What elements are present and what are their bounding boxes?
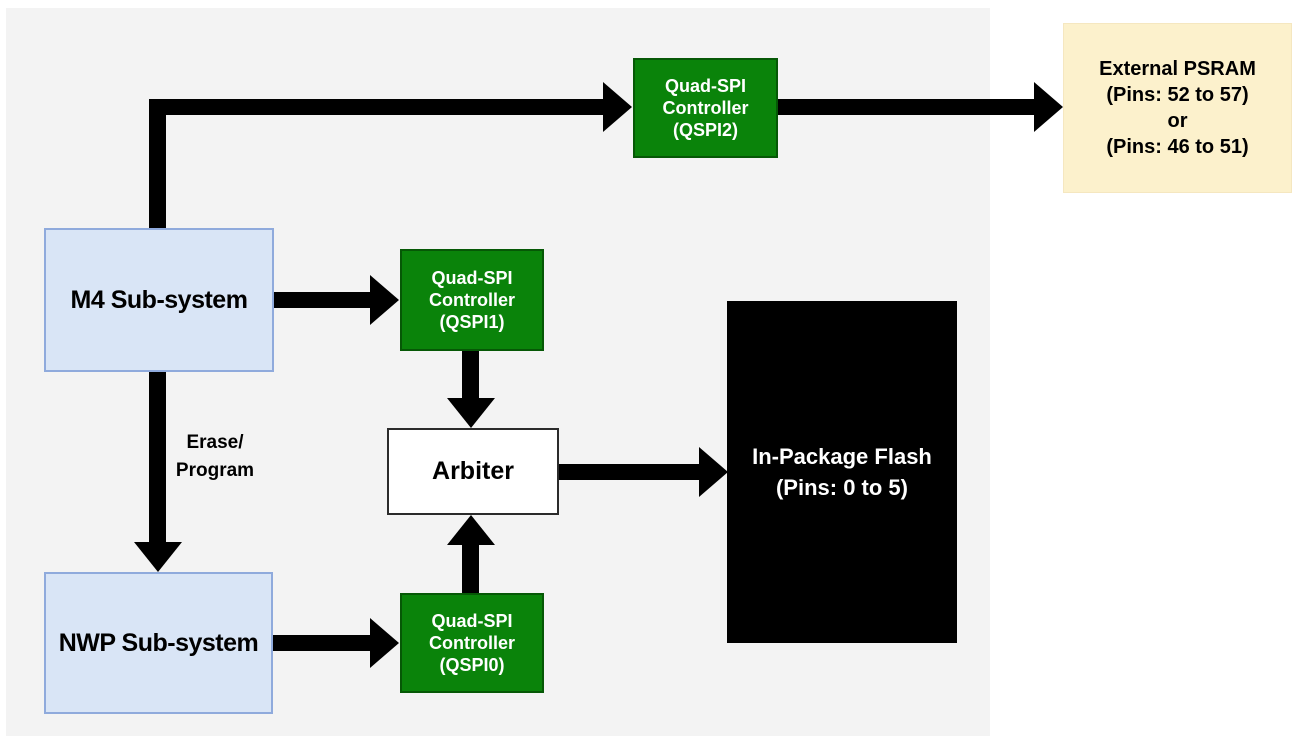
arrow-arbiter-to-flash-shaft — [559, 464, 699, 480]
psram-label-line-2: (Pins: 52 to 57) — [1106, 84, 1249, 106]
flash-label-line-1: In-Package Flash — [752, 444, 932, 469]
arbiter-label: Arbiter — [432, 457, 514, 485]
flash-label-line-2: (Pins: 0 to 5) — [775, 475, 908, 500]
arrow-arbiter-to-flash-head — [699, 447, 728, 497]
qspi1-label-line-2: Controller — [428, 290, 515, 310]
in-package-flash-block: In-Package Flash (Pins: 0 to 5) — [727, 301, 957, 643]
m4-subsystem-block: M4 Sub-system — [44, 228, 274, 372]
arrow-qspi1-to-arbiter-shaft — [462, 351, 479, 398]
arrow-m4-to-nwp-shaft — [149, 372, 166, 542]
arrow-m4-to-nwp-head — [134, 542, 182, 572]
psram-label-line-3: or — [1167, 110, 1188, 132]
qspi2-label-line-1: Quad-SPI — [664, 76, 746, 96]
arrow-nwp-to-qspi0-head — [370, 618, 399, 668]
arrow-qspi2-to-psram-head — [1034, 82, 1063, 132]
arrow-qspi0-to-arbiter-shaft — [462, 545, 479, 593]
nwp-subsystem-block: NWP Sub-system — [44, 572, 273, 714]
arrow-qspi1-to-arbiter-head — [447, 398, 495, 428]
erase-program-label-line-1: Erase/ — [186, 432, 244, 453]
qspi0-label-line-3: (QSPI0) — [439, 655, 505, 675]
qspi0-controller-block: Quad-SPI Controller (QSPI0) — [400, 593, 544, 693]
qspi1-label-line-1: Quad-SPI — [431, 268, 513, 288]
arrow-nwp-to-qspi0-shaft — [273, 635, 370, 651]
arrow-m4-to-qspi1-head — [370, 275, 399, 325]
arrow-m4-to-qspi2-head — [603, 82, 632, 132]
arrow-m4-to-qspi2-vertical-shaft — [149, 99, 166, 228]
psram-label-line-1: External PSRAM — [1099, 58, 1256, 80]
arrow-qspi2-to-psram-shaft — [778, 99, 1034, 115]
erase-program-edge-label: Erase/ Program — [145, 429, 285, 485]
qspi2-label-line-3: (QSPI2) — [672, 120, 738, 140]
qspi2-controller-block: Quad-SPI Controller (QSPI2) — [633, 58, 778, 158]
qspi1-label-line-3: (QSPI1) — [439, 312, 505, 332]
arrow-qspi0-to-arbiter-head — [447, 515, 495, 545]
qspi0-label-line-2: Controller — [428, 633, 515, 653]
external-psram-block: External PSRAM (Pins: 52 to 57) or (Pins… — [1063, 23, 1292, 193]
arrow-m4-to-qspi1-shaft — [274, 292, 370, 308]
qspi1-controller-block: Quad-SPI Controller (QSPI1) — [400, 249, 544, 351]
arrow-m4-to-qspi2-horizontal-shaft — [149, 99, 603, 115]
psram-label-line-4: (Pins: 46 to 51) — [1106, 136, 1249, 158]
nwp-subsystem-label: NWP Sub-system — [58, 628, 259, 657]
m4-subsystem-label: M4 Sub-system — [70, 285, 248, 314]
qspi2-label-line-2: Controller — [662, 98, 749, 118]
arbiter-block: Arbiter — [387, 428, 559, 515]
qspi0-label-line-1: Quad-SPI — [431, 611, 513, 631]
erase-program-label-line-2: Program — [175, 460, 255, 481]
